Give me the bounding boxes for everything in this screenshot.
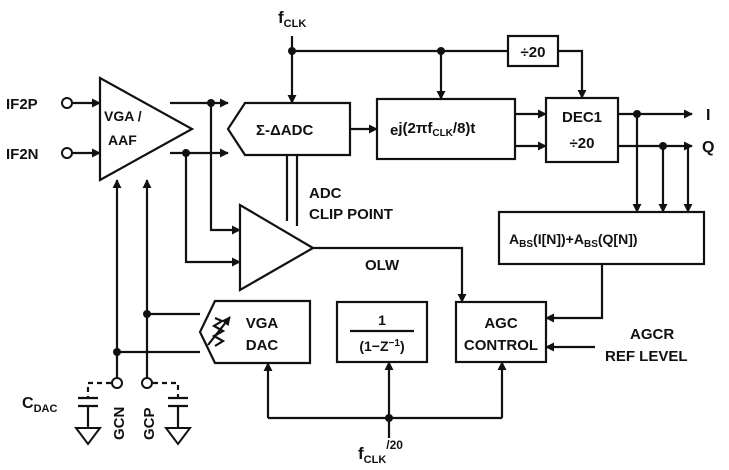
- agc-control-line2: CONTROL: [464, 337, 538, 354]
- vga-aaf-amplifier: [98, 76, 195, 182]
- agc-control-block: [454, 300, 548, 364]
- ground-left-icon: [74, 427, 102, 446]
- gcn-label: GCN: [111, 407, 128, 440]
- vga-aaf-line1: VGA /: [104, 108, 142, 124]
- dec1-line1: DEC1: [562, 109, 602, 126]
- gcp-terminal: [141, 377, 153, 389]
- q-output-label: Q: [702, 139, 714, 156]
- i-output-label: I: [706, 107, 710, 124]
- cdac-left-dashed-wire: [86, 381, 111, 398]
- decimator-block: [544, 96, 620, 164]
- olw-amplifier: [238, 203, 316, 292]
- vga-dac-line1: VGA: [246, 315, 279, 332]
- olw-wire: [313, 246, 467, 303]
- if2n-label: IF2N: [6, 146, 39, 163]
- olw-input-n-wire: [184, 153, 241, 267]
- mixer-label: ej(2πfCLK/8)t: [390, 120, 475, 139]
- agcr-line2: REF LEVEL: [605, 348, 688, 365]
- variable-resistor-icon: [207, 316, 231, 347]
- capacitor-right-icon: [168, 396, 188, 408]
- if2p-label: IF2P: [6, 96, 38, 113]
- olw-label: OLW: [365, 257, 400, 274]
- junction-dots: [113, 47, 667, 422]
- olw-input-p-wire: [209, 103, 241, 235]
- fclk-top-label: fCLK: [278, 8, 306, 30]
- if2n-terminal: [61, 147, 73, 159]
- fclk-bottom-label: fCLK/20: [358, 438, 403, 466]
- div20-label: ÷20: [521, 44, 546, 61]
- vga-aaf-line2: AAF: [108, 132, 137, 148]
- agcr-line1: AGCR: [630, 326, 674, 343]
- adc-label: Σ-ΔADC: [256, 122, 313, 139]
- capacitor-left-icon: [78, 396, 98, 408]
- abs-block-label: ABS(I[N])+ABS(Q[N]): [509, 231, 638, 250]
- abs-sum-block: [497, 210, 706, 266]
- agc-control-line1: AGC: [484, 315, 518, 332]
- gcp-label: GCP: [141, 407, 158, 440]
- cdac-label: CDAC: [22, 395, 57, 415]
- adc-clip-line1: ADC: [309, 185, 342, 202]
- adc-clip-line2: CLIP POINT: [309, 206, 393, 223]
- if2p-terminal: [61, 97, 73, 109]
- div20-to-dec1-wire: [558, 49, 587, 99]
- vga-dac-line2: DAC: [246, 337, 279, 354]
- dec1-line2: ÷20: [570, 135, 595, 152]
- abs-to-agc-wire: [545, 264, 604, 323]
- cdac-right-dashed-wire: [153, 381, 180, 398]
- ground-right-icon: [164, 427, 192, 446]
- integrator-numerator: 1: [378, 312, 386, 328]
- integrator-denominator: (1−Z−1): [359, 338, 404, 354]
- gcn-terminal: [111, 377, 123, 389]
- mixer-block: [375, 97, 517, 161]
